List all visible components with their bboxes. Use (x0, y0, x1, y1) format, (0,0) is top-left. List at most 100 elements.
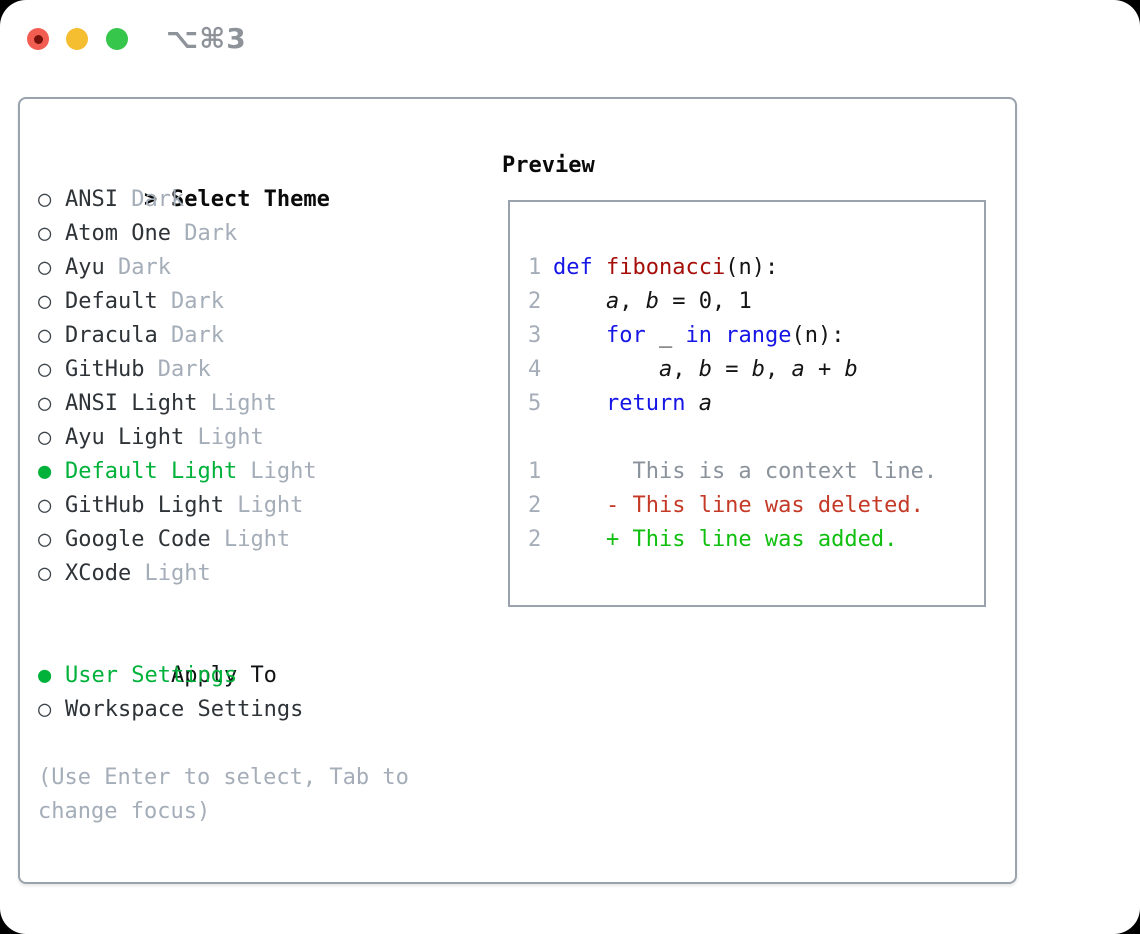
code-line: 5 return a (528, 387, 984, 421)
apply-option-user-settings[interactable]: ● User Settings (38, 659, 500, 693)
line-number: 2 (528, 289, 542, 314)
code-token (685, 391, 698, 416)
theme-option-atom-one[interactable]: ○Atom One Dark (38, 217, 500, 251)
diff-sample: 1 This is a context line.2 - This line w… (528, 455, 984, 557)
radio-icon: ○ (38, 697, 52, 722)
apply-to-header: Apply To (38, 625, 500, 688)
theme-option-dracula[interactable]: ○Dracula Dark (38, 319, 500, 353)
line-number: 3 (528, 323, 542, 348)
theme-option-github[interactable]: ○GitHub Dark (38, 353, 500, 387)
radio-icon: ○ (38, 425, 52, 450)
theme-option-ansi[interactable]: ○ANSI Dark (38, 183, 500, 217)
code-token: (n): (725, 255, 779, 280)
code-token: range (725, 323, 792, 348)
minimize-button[interactable] (66, 28, 88, 50)
code-token: return (605, 391, 686, 416)
line-number: 2 (528, 493, 542, 518)
focus-caret-icon: > (143, 187, 158, 212)
theme-option-default-light[interactable]: ● Default Light Light (38, 455, 500, 489)
code-token: + (804, 357, 845, 382)
theme-variant: Dark (157, 289, 224, 314)
apply-to-title: Apply To (170, 663, 277, 688)
diff-line-context: 1 This is a context line. (528, 455, 984, 489)
code-token: for (605, 323, 646, 348)
line-number: 1 (528, 459, 542, 484)
radio-icon: ○ (38, 221, 52, 246)
theme-name: Ayu (65, 255, 105, 280)
code-line: 4 a, b = b, a + b (528, 353, 984, 387)
line-number: 5 (528, 391, 542, 416)
radio-icon: ○ (38, 527, 52, 552)
theme-variant: Light (237, 459, 317, 484)
apply-option-workspace-settings[interactable]: ○ Workspace Settings (38, 693, 500, 727)
theme-name: ANSI (65, 187, 118, 212)
line-number: 1 (528, 255, 542, 280)
code-token: = (711, 357, 752, 382)
theme-option-google-code[interactable]: ○Google Code Light (38, 523, 500, 557)
theme-variant: Light (223, 493, 304, 518)
code-token: = 0, 1 (658, 289, 752, 314)
theme-name: GitHub Light (65, 493, 224, 518)
apply-option-label: User Settings (65, 663, 238, 688)
code-token: def (553, 255, 593, 280)
theme-option-ayu[interactable]: ○ Ayu Dark (38, 251, 500, 285)
close-button[interactable] (27, 28, 49, 50)
select-theme-title: Select Theme (170, 187, 330, 212)
code-token: b (698, 357, 712, 382)
main-panel: >Select Theme ○ANSI Dark○Atom One Dark○A… (18, 97, 1017, 884)
hint-text: (Use Enter to select, Tab to change focu… (38, 765, 409, 824)
radio-icon: ○ (38, 289, 52, 314)
theme-name: Default (65, 289, 158, 314)
code-token (553, 289, 606, 314)
theme-variant: Light (210, 527, 291, 552)
code-token: b (844, 357, 858, 382)
theme-option-github-light[interactable]: ○ GitHub Light Light (38, 489, 500, 523)
radio-selected-icon: ● (38, 459, 52, 484)
code-token: a (791, 357, 805, 382)
theme-option-xcode[interactable]: ○XCode Light (38, 557, 500, 591)
code-token: (n): (791, 323, 845, 348)
theme-option-default[interactable]: ○ Default Dark (38, 285, 500, 319)
zoom-button[interactable] (106, 28, 128, 50)
theme-variant: Light (197, 391, 277, 416)
radio-selected-icon: ● (38, 663, 52, 688)
theme-variant: Light (184, 425, 264, 450)
apply-option-label: Workspace Settings (65, 697, 304, 722)
theme-name: Ayu Light (65, 425, 185, 450)
code-token (553, 323, 606, 348)
close-dot-icon (33, 34, 43, 44)
theme-variant: Dark (170, 221, 238, 246)
radio-icon: ○ (38, 561, 52, 586)
diff-line-added: 2 + This line was added. (528, 523, 984, 557)
radio-icon: ○ (38, 493, 52, 518)
diff-line-deleted: 2 - This line was deleted. (528, 489, 984, 523)
radio-icon: ○ (38, 357, 52, 382)
code-token: _ (645, 323, 686, 348)
code-token (593, 255, 606, 280)
theme-variant: Light (131, 561, 211, 586)
code-token: b (645, 289, 659, 314)
code-token: , (672, 357, 699, 382)
theme-variant: Dark (144, 357, 211, 382)
theme-option-ayu-light[interactable]: ○ Ayu Light Light (38, 421, 500, 455)
code-token: , (764, 357, 792, 382)
theme-name: Default Light (65, 459, 238, 484)
theme-option-ansi-light[interactable]: ○ANSI Light Light (38, 387, 500, 421)
theme-name: ANSI Light (65, 391, 198, 416)
line-number: 4 (528, 357, 542, 382)
code-token: a (658, 357, 673, 382)
radio-icon: ○ (38, 255, 52, 280)
theme-variant: Dark (117, 187, 185, 212)
code-token (553, 391, 606, 416)
code-token: a (698, 391, 712, 416)
spacer (38, 591, 500, 625)
theme-variant: Dark (104, 255, 171, 280)
code-token: b (751, 357, 765, 382)
code-token: a (605, 289, 620, 314)
code-token: in (685, 323, 712, 348)
code-line: 2 a, b = 0, 1 (528, 285, 984, 319)
